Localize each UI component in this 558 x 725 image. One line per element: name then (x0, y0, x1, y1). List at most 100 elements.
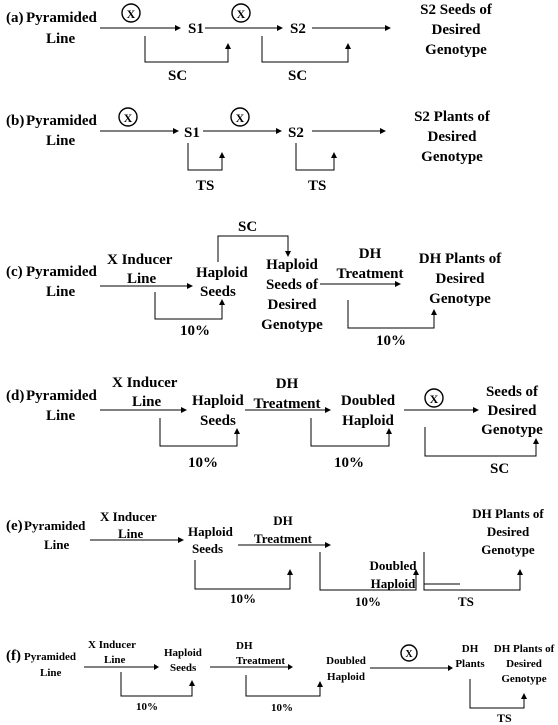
panel-b-end-line2: Desired (428, 129, 478, 145)
panel-a-arrow-1 (100, 25, 181, 31)
panel-a-start-line1: Pyramided (26, 10, 97, 26)
panel-c-start-line1: Pyramided (26, 264, 97, 280)
panel-f-dh-plants-line1: DH (462, 643, 479, 655)
panel-c-desired-line4: Genotype (261, 317, 323, 333)
panel-c: (c) Pyramided Line X Inducer Line Haploi… (6, 219, 502, 349)
panel-c-arrow-1 (100, 283, 193, 289)
panel-b-arrow-1 (100, 128, 179, 134)
panel-e-pct2: 10% (355, 594, 381, 609)
panel-c-desired-line1: Haploid (266, 257, 318, 273)
panel-a-loop2-label: SC (288, 68, 307, 84)
panel-d-inducer-line1: X Inducer (112, 375, 178, 391)
panel-d-arrow-3 (404, 407, 479, 413)
svg-text:X: X (237, 7, 246, 21)
panel-e-loop-pct2 (319, 552, 419, 591)
panel-f-inducer-line2: Line (104, 654, 126, 666)
svg-text:X: X (124, 111, 133, 125)
panel-e-treatment-line2: Treatment (254, 531, 313, 546)
panel-f-loop3 (469, 679, 527, 709)
panel-f-arrow-2 (210, 664, 293, 670)
panel-a-self-symbol-1: X (121, 3, 141, 23)
panel-d-doubled-line1: Doubled (341, 393, 396, 409)
panel-d-pct1: 10% (188, 455, 218, 471)
panel-e-inducer-line1: X Inducer (100, 509, 157, 524)
panel-c-arrow-2 (320, 281, 401, 287)
panel-e-treatment-line1: DH (273, 513, 293, 528)
panel-e: (e) Pyramided Line X Inducer Line Haploi… (6, 506, 544, 609)
panel-b-loop1-label: TS (196, 178, 214, 194)
panel-e-loop3-label: TS (458, 594, 474, 609)
panel-b-self-symbol-1: X (118, 107, 138, 127)
svg-text:X: X (430, 392, 439, 406)
panel-e-pct1: 10% (230, 591, 256, 606)
panel-c-loop-pct1 (154, 292, 225, 320)
panel-a-arrow-3 (312, 25, 391, 31)
panel-d-doubled-line2: Haploid (342, 413, 394, 429)
panel-e-arrow-2 (238, 542, 331, 548)
panel-b-s2: S2 (288, 125, 304, 141)
panel-f-loop-pct2 (245, 675, 323, 697)
panel-f-loop3-label: TS (497, 711, 512, 725)
panel-d-loop3 (424, 427, 539, 457)
panel-a-end-line3: Genotype (425, 42, 487, 58)
panel-a-end-line1: S2 Seeds of (420, 2, 493, 18)
panel-f-loop-pct1 (120, 672, 195, 697)
panel-d-label: (d) (6, 388, 24, 404)
panel-d-loop-pct1 (159, 418, 240, 447)
panel-f-inducer-line1: X Inducer (88, 639, 136, 651)
panel-a-s1: S1 (188, 21, 204, 37)
panel-e-end-line3: Genotype (481, 542, 535, 557)
panel-d-treatment-line1: DH (276, 376, 299, 392)
panel-a-self-symbol-2: X (231, 3, 251, 23)
panel-f-doubled-line1: Doubled (326, 655, 366, 667)
panel-f-treatment-line1: DH (236, 640, 253, 652)
panel-d-start-line1: Pyramided (26, 388, 97, 404)
panel-d-end-line3: Genotype (481, 422, 543, 438)
panel-b-self-symbol-2: X (230, 107, 250, 127)
panel-b-end-line1: S2 Plants of (414, 109, 491, 125)
panel-f-end-line2: Desired (506, 658, 542, 670)
panel-f: (f) Pyramided Line X Inducer Line Haploi… (6, 639, 555, 725)
panel-a-end-line2: Desired (432, 22, 482, 38)
panel-c-pct2: 10% (376, 333, 406, 349)
panel-b-start-line2: Line (46, 133, 76, 149)
panel-f-haploid-line2: Seeds (170, 662, 197, 674)
panel-e-loop3 (423, 552, 523, 591)
panel-e-doubled-line2: Haploid (371, 576, 417, 591)
panel-a: (a) Pyramided Line S1 S2 S2 Seeds of Des… (6, 2, 493, 84)
panel-f-start-line2: Line (40, 667, 62, 679)
panel-e-end-line1: DH Plants of (472, 506, 544, 521)
panel-b-s1: S1 (184, 125, 200, 141)
panel-e-inducer-line2: Line (118, 526, 144, 541)
panel-d-self-symbol: X (424, 388, 444, 408)
panel-b-loop1 (187, 143, 225, 171)
panel-f-end-line1: DH Plants of (494, 643, 555, 655)
panel-e-doubled-line1: Doubled (370, 558, 418, 573)
svg-text:X: X (405, 649, 413, 660)
panel-f-arrow-1 (84, 664, 159, 670)
panel-a-label: (a) (6, 10, 24, 26)
panel-f-pct1: 10% (136, 701, 158, 713)
panel-f-haploid-line1: Haploid (164, 647, 202, 659)
panel-c-pct1: 10% (180, 323, 210, 339)
panel-c-loop-pct2 (347, 300, 437, 329)
svg-text:X: X (236, 111, 245, 125)
panel-f-start-line1: Pyramided (24, 651, 76, 663)
panel-a-loop2 (261, 36, 351, 63)
panel-e-haploid-line1: Haploid (188, 524, 234, 539)
panel-e-start-line1: Pyramided (24, 518, 86, 533)
panel-e-loop-pct1 (194, 560, 293, 590)
panel-d-loop3-label: SC (490, 461, 509, 477)
panel-c-desired-line3: Desired (268, 297, 318, 313)
panel-b-arrow-3 (312, 128, 386, 134)
panel-e-label: (e) (6, 518, 23, 534)
panel-f-dh-plants-line2: Plants (455, 658, 485, 670)
panel-c-label: (c) (6, 264, 23, 280)
panel-a-s2: S2 (290, 21, 306, 37)
panel-b-loop2-label: TS (308, 178, 326, 194)
panel-d-end-line1: Seeds of (486, 384, 539, 400)
panel-b-label: (b) (6, 113, 24, 129)
panel-c-desired-line2: Seeds of (266, 277, 319, 293)
